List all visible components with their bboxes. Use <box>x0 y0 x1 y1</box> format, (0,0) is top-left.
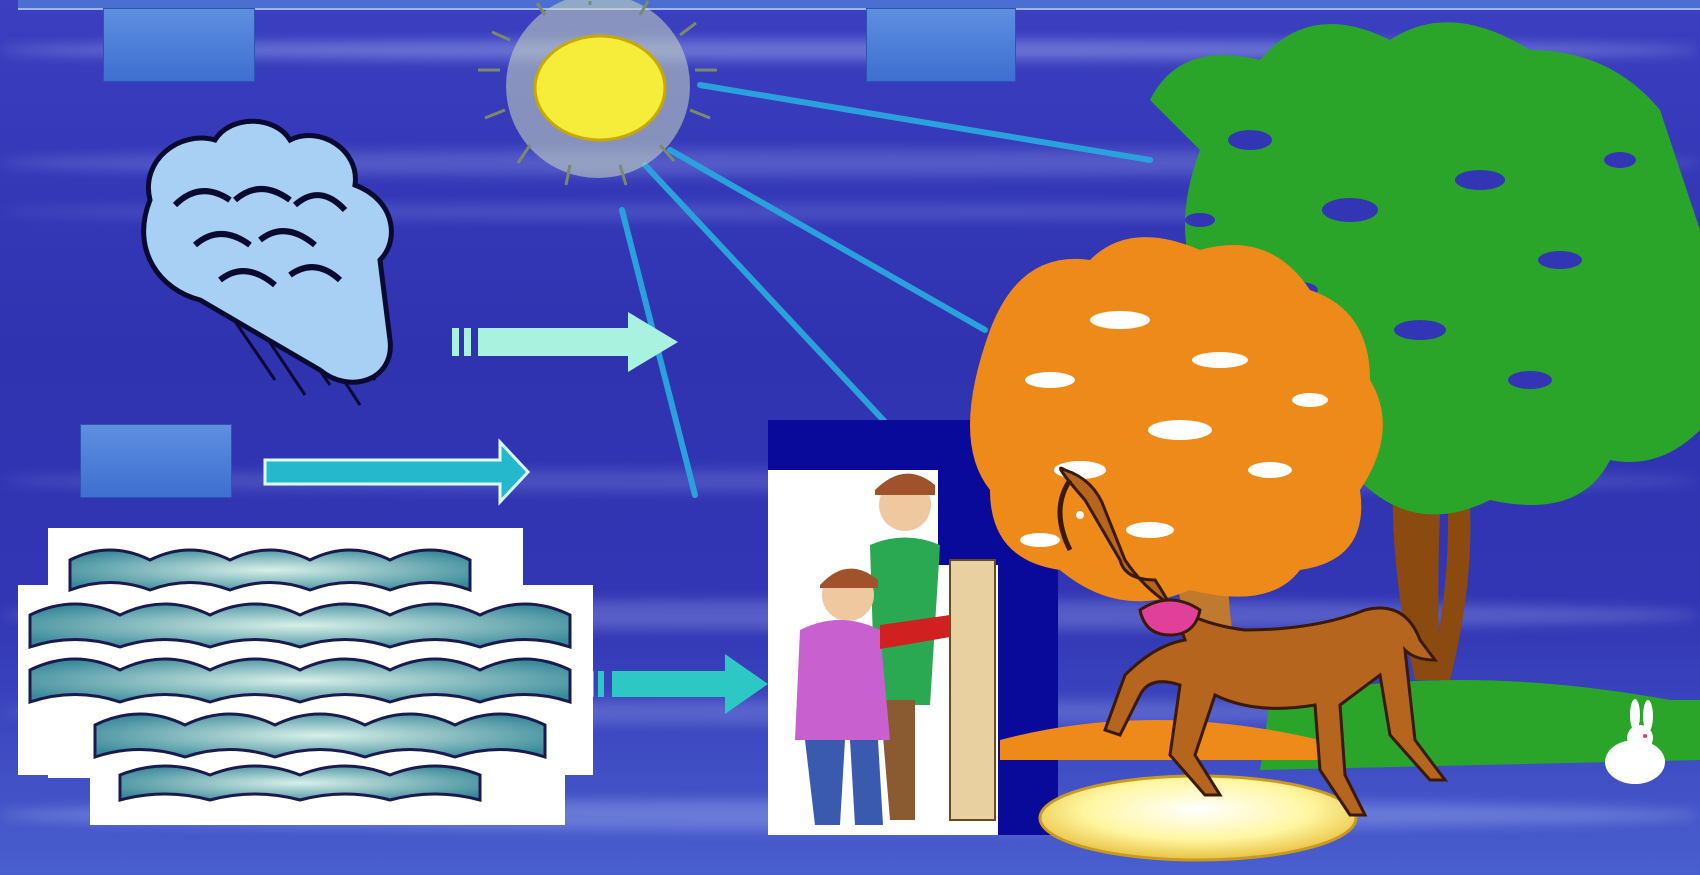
sun-icon <box>478 0 717 186</box>
label-box-middle-left <box>80 424 232 498</box>
top-bar <box>18 0 1700 10</box>
label-box-top-left <box>103 8 255 82</box>
rabbit-illustration <box>1605 699 1665 784</box>
arrow-right-icon <box>452 312 678 372</box>
water-illustration <box>18 528 593 825</box>
rain-cloud-icon <box>141 118 394 406</box>
arrow-right-icon <box>588 654 768 714</box>
sun-ray-lines <box>619 82 1153 498</box>
label-box-top-center <box>866 8 1016 82</box>
horse-illustration <box>1057 466 1448 817</box>
people-working-illustration <box>768 470 998 835</box>
arrow-right-icon <box>263 438 531 506</box>
